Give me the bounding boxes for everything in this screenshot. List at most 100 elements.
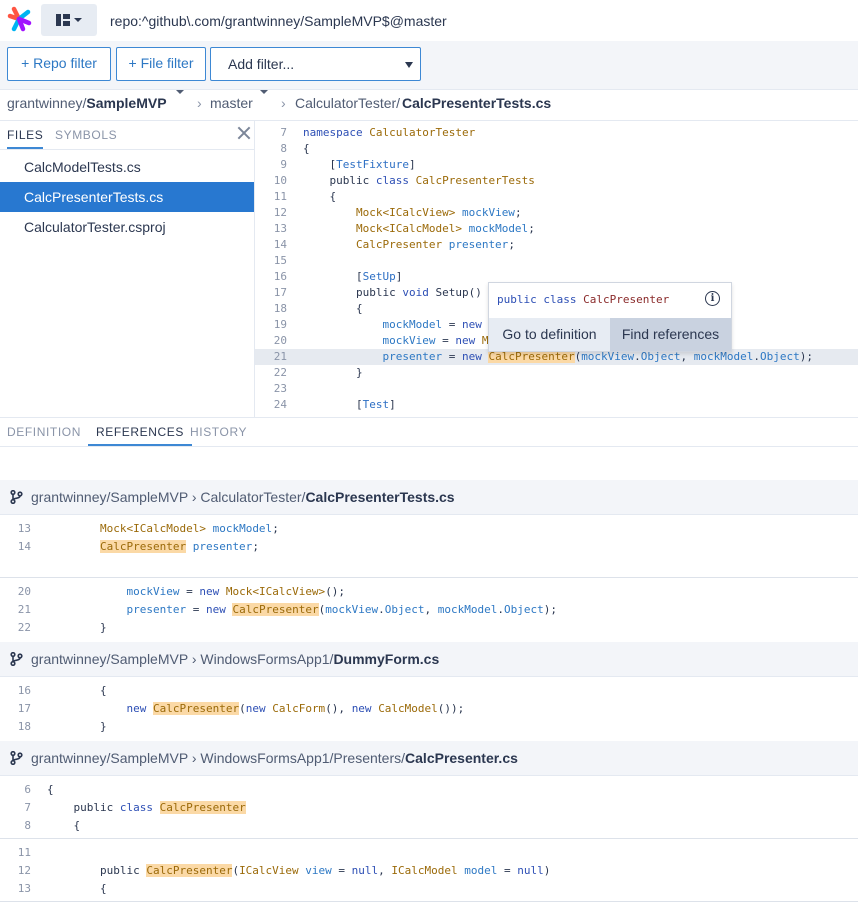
code-line: 15 bbox=[255, 253, 858, 269]
code-line: 7namespace CalculatorTester bbox=[255, 125, 858, 141]
line-number: 21 bbox=[0, 601, 31, 619]
divider bbox=[0, 838, 858, 839]
reference-line[interactable]: 21 presenter = new CalcPresenter(mockVie… bbox=[0, 601, 858, 619]
code-line: 24 [Test] bbox=[255, 397, 858, 413]
tab-definition[interactable]: DEFINITION bbox=[7, 418, 81, 444]
reference-group-header[interactable]: grantwinney/SampleMVP › WindowsFormsApp1… bbox=[0, 741, 858, 776]
file-tree-tabs: FILES SYMBOLS bbox=[0, 121, 254, 150]
reference-group-path: grantwinney/SampleMVP › WindowsFormsApp1… bbox=[31, 642, 439, 676]
code-line: 12 Mock<ICalcView> mockView; bbox=[255, 205, 858, 221]
reference-line[interactable]: 13 Mock<ICalcModel> mockModel; bbox=[0, 520, 858, 538]
breadcrumb-file-name: CalcPresenterTests.cs bbox=[402, 95, 551, 111]
reference-line[interactable]: 20 mockView = new Mock<ICalcView>(); bbox=[0, 583, 858, 601]
code-line: 9 [TestFixture] bbox=[255, 157, 858, 173]
line-number: 21 bbox=[255, 349, 287, 365]
ref-path: WindowsFormsApp1/Presenters/ bbox=[200, 750, 405, 766]
find-references-button[interactable]: Find references bbox=[610, 318, 731, 351]
add-filter-label: Add filter... bbox=[228, 48, 294, 81]
file-item[interactable]: CalcModelTests.cs bbox=[0, 152, 254, 182]
code-line: 13 Mock<ICalcModel> mockModel; bbox=[255, 221, 858, 237]
layout-menu-button[interactable] bbox=[41, 4, 97, 36]
reference-line[interactable]: 12 public CalcPresenter(ICalcView view =… bbox=[0, 862, 858, 880]
tab-symbols[interactable]: SYMBOLS bbox=[55, 121, 117, 147]
go-to-definition-button[interactable]: Go to definition bbox=[489, 318, 610, 351]
line-number: 17 bbox=[0, 700, 31, 718]
line-number: 12 bbox=[255, 205, 287, 221]
line-number: 16 bbox=[0, 682, 31, 700]
close-icon[interactable] bbox=[236, 125, 252, 141]
line-number: 7 bbox=[255, 125, 287, 141]
hover-tooltip: public class CalcPresenter i Go to defin… bbox=[488, 282, 732, 352]
dropdown-arrow-icon bbox=[405, 62, 413, 68]
line-number: 18 bbox=[255, 301, 287, 317]
line-number: 11 bbox=[0, 844, 31, 862]
reference-line[interactable]: 7 public class CalcPresenter bbox=[0, 799, 858, 817]
file-item[interactable]: CalculatorTester.csproj bbox=[0, 212, 254, 242]
ref-path: CalculatorTester/ bbox=[200, 489, 305, 505]
line-number: 8 bbox=[0, 817, 31, 835]
reference-group-header[interactable]: grantwinney/SampleMVP › CalculatorTester… bbox=[0, 480, 858, 515]
line-number: 13 bbox=[255, 221, 287, 237]
line-number: 10 bbox=[255, 173, 287, 189]
reference-line[interactable]: 18 } bbox=[0, 718, 858, 736]
tab-files[interactable]: FILES bbox=[7, 121, 43, 149]
breadcrumb-file[interactable]: CalcPresenterTests.cs bbox=[402, 90, 551, 117]
breadcrumb-separator-icon: › bbox=[281, 90, 286, 117]
hover-signature: public class CalcPresenter bbox=[497, 293, 669, 306]
line-number: 19 bbox=[255, 317, 287, 333]
sourcegraph-logo-icon[interactable] bbox=[6, 6, 32, 32]
breadcrumb: grantwinney/SampleMVP › master › Calcula… bbox=[0, 90, 858, 121]
line-number: 14 bbox=[255, 237, 287, 253]
divider bbox=[0, 901, 858, 902]
line-number: 8 bbox=[255, 141, 287, 157]
line-number: 9 bbox=[255, 157, 287, 173]
tab-references[interactable]: REFERENCES bbox=[88, 418, 192, 446]
reference-line[interactable]: 16 { bbox=[0, 682, 858, 700]
breadcrumb-repo[interactable]: grantwinney/SampleMVP bbox=[7, 90, 167, 117]
breadcrumb-folder[interactable]: CalculatorTester/ bbox=[295, 90, 400, 117]
breadcrumb-owner: grantwinney/ bbox=[7, 95, 86, 111]
reference-line[interactable]: 22 } bbox=[0, 619, 858, 637]
reference-line[interactable]: 6{ bbox=[0, 781, 858, 799]
filter-bar: + Repo filter + File filter Add filter..… bbox=[0, 41, 858, 90]
breadcrumb-branch[interactable]: master bbox=[210, 90, 253, 117]
line-number: 20 bbox=[255, 333, 287, 349]
ref-file: CalcPresenter.cs bbox=[405, 750, 518, 766]
file-filter-button[interactable]: + File filter bbox=[116, 47, 206, 81]
line-number: 20 bbox=[0, 583, 31, 601]
reference-line[interactable]: 11 bbox=[0, 844, 858, 862]
code-line: 10 public class CalcPresenterTests bbox=[255, 173, 858, 189]
code-line: 11 { bbox=[255, 189, 858, 205]
line-number: 6 bbox=[0, 781, 31, 799]
line-number: 16 bbox=[255, 269, 287, 285]
reference-line[interactable]: 8 { bbox=[0, 817, 858, 835]
line-number: 24 bbox=[255, 397, 287, 413]
reference-group-header[interactable]: grantwinney/SampleMVP › WindowsFormsApp1… bbox=[0, 642, 858, 677]
repo-filter-button[interactable]: + Repo filter bbox=[7, 47, 111, 81]
file-tree-panel: FILES SYMBOLS CalcModelTests.cs CalcPres… bbox=[0, 121, 255, 417]
top-bar: repo:^github\.com/grantwinney/SampleMVP$… bbox=[0, 0, 858, 42]
line-number: 15 bbox=[255, 253, 287, 269]
ref-separator: › bbox=[188, 489, 200, 505]
code-line: 14 CalcPresenter presenter; bbox=[255, 237, 858, 253]
add-filter-select[interactable]: Add filter... bbox=[210, 47, 421, 81]
line-number: 14 bbox=[0, 538, 31, 556]
breadcrumb-repo-name: SampleMVP bbox=[86, 95, 166, 111]
line-number: 22 bbox=[0, 619, 31, 637]
tab-history[interactable]: HISTORY bbox=[190, 418, 247, 444]
panel-tabs: DEFINITION REFERENCES HISTORY bbox=[0, 417, 858, 447]
ref-path: WindowsFormsApp1/ bbox=[200, 651, 333, 667]
repo-branch-icon bbox=[10, 652, 23, 666]
search-query-input[interactable]: repo:^github\.com/grantwinney/SampleMVP$… bbox=[110, 0, 447, 41]
reference-line[interactable]: 17 new CalcPresenter(new CalcForm(), new… bbox=[0, 700, 858, 718]
chevron-down-icon[interactable] bbox=[260, 90, 268, 94]
chevron-down-icon[interactable] bbox=[176, 90, 184, 94]
info-icon[interactable]: i bbox=[705, 291, 720, 306]
reference-line[interactable]: 14 CalcPresenter presenter; bbox=[0, 538, 858, 556]
code-view[interactable]: 7namespace CalculatorTester 8{ 9 [TestFi… bbox=[255, 121, 858, 417]
reference-line[interactable]: 13 { bbox=[0, 880, 858, 898]
divider bbox=[0, 577, 858, 578]
ref-repo: grantwinney/SampleMVP bbox=[31, 651, 188, 667]
file-item-selected[interactable]: CalcPresenterTests.cs bbox=[0, 182, 254, 212]
layout-grid-icon bbox=[56, 14, 70, 26]
